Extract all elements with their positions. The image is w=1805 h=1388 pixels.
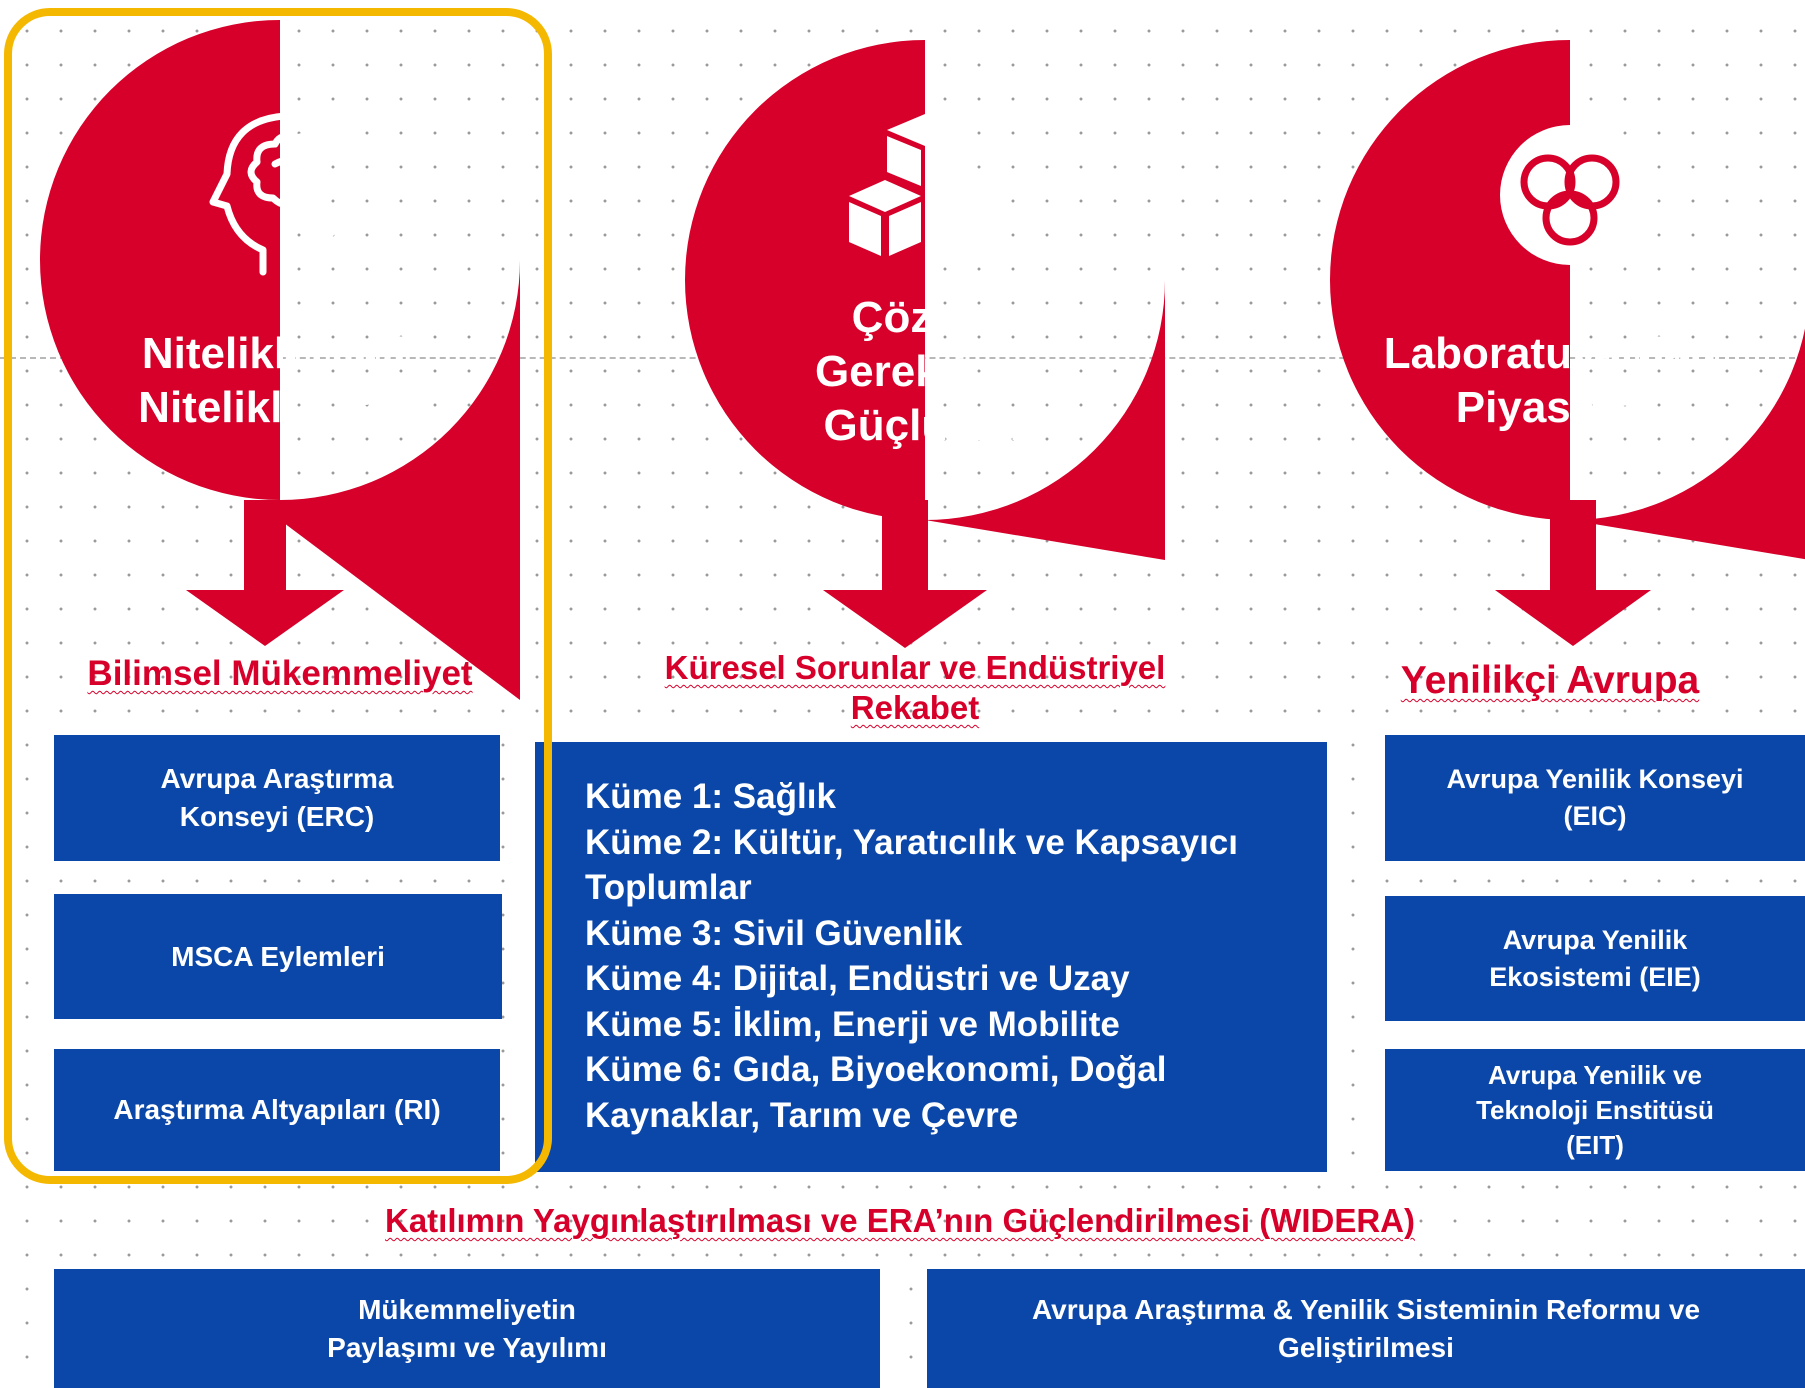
- cluster-item: Küme 4: Dijital, Endüstri ve Uzay: [585, 959, 1130, 998]
- red-drop-shape: [40, 20, 520, 700]
- eic-box: Avrupa Yenilik Konseyi (EIC): [1385, 735, 1805, 861]
- pillar-excellent-science: Nitelikli Bilgi, Nitelikli İnsan Bilimse…: [0, 0, 560, 1388]
- highlight-frame: [4, 8, 552, 1184]
- eit-box: Avrupa Yenilik ve Teknoloji Enstitüsü (E…: [1385, 1049, 1805, 1171]
- red-drop-shape: [685, 40, 1165, 648]
- pillar-global-challenges: Çözüm Gerektiren Güçlükler Küresel Sorun…: [535, 0, 1327, 1388]
- cluster-item: Küme 5: İklim, Enerji ve Mobilite: [585, 1004, 1120, 1044]
- widening-box: Mükemmeliyetin Paylaşımı ve Yayılımı: [54, 1269, 880, 1388]
- msca-box: MSCA Eylemleri: [54, 894, 502, 1019]
- clusters-box: Küme 1: Sağlık Küme 2: Kültür, Yaratıcıl…: [535, 742, 1327, 1172]
- trinity-knot-icon: [1500, 125, 1640, 265]
- section-title-innovative-europe: Yenilikçi Avrupa: [1400, 659, 1700, 702]
- erc-box: Avrupa Araştırma Konseyi (ERC): [54, 735, 500, 861]
- widera-title: Katılımın Yaygınlaştırılması ve ERA’nın …: [385, 1202, 1415, 1239]
- cluster-item: Küme 3: Sivil Güvenlik: [585, 913, 963, 953]
- red-drop-shape: [1330, 40, 1805, 646]
- cluster-item: Küme 2: Kültür, Yaratıcılık ve Kapsayıcı…: [585, 822, 1238, 908]
- cubes-icon: [849, 114, 1001, 256]
- pillar-title: Çözüm Gerektiren Güçlükler: [814, 293, 1036, 450]
- eie-box: Avrupa Yenilik Ekosistemi (EIE): [1385, 896, 1805, 1021]
- section-title-global-challenges: Küresel Sorunlar ve Endüstriyel Rekabet: [664, 649, 1166, 726]
- pillar-title: Nitelikli Bilgi, Nitelikli İnsan: [138, 329, 422, 432]
- cluster-item: Küme 6: Gıda, Biyoekonomi, Doğal Kaynakl…: [585, 1050, 1167, 1135]
- pillar-title: Laboratuvardan Piyasaya: [1383, 329, 1717, 432]
- reform-box: Avrupa Araştırma & Yenilik Sisteminin Re…: [927, 1269, 1805, 1388]
- research-infrastructures-box: Araştırma Altyapıları (RI): [54, 1049, 500, 1171]
- cluster-item: Küme 1: Sağlık: [585, 777, 836, 816]
- pillar-innovative-europe: Laboratuvardan Piyasaya Yenilikçi Avrupa…: [1290, 0, 1805, 1388]
- head-brain-icon: [209, 112, 353, 276]
- section-title-excellent-science: Bilimsel Mükemmeliyet: [87, 654, 473, 693]
